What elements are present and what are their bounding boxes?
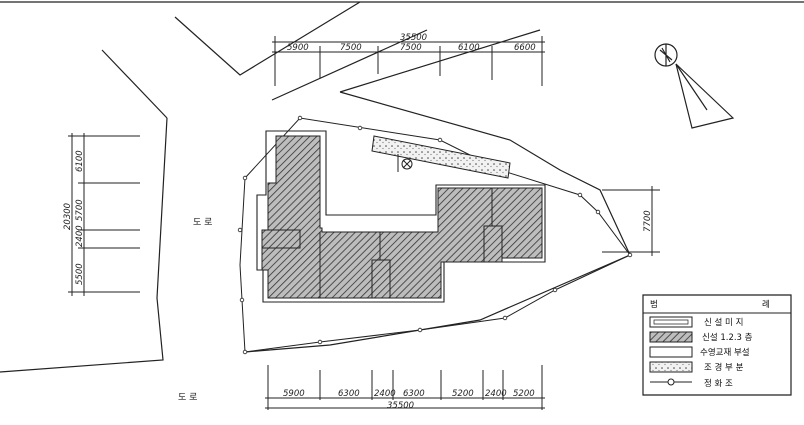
road-line-right-inner (340, 92, 630, 255)
legend: 범 례 신 설 미 지 신설 1.2.3 층 수영교재 부설 조 경 부 분 (643, 295, 791, 395)
legend-item-4: 조 경 부 분 (650, 362, 744, 373)
legend-item-2-text: 신설 1.2.3 층 (702, 332, 753, 343)
legend-item-3-text: 수영교재 부설 (700, 347, 750, 358)
bottom-segment-2: 6300 (338, 389, 360, 399)
building-hatched (262, 136, 542, 298)
legend-title-left: 범 (650, 299, 658, 310)
legend-item-5-text: 정 화 조 (704, 378, 733, 389)
left-dimension (68, 133, 140, 296)
right-segment-dimension: 7700 (643, 210, 653, 232)
road-label-left: 도 로 (193, 218, 212, 228)
left-segment-4: 5500 (75, 263, 85, 285)
left-segment-2: 5700 (75, 199, 85, 221)
top-total-dimension: 35500 (400, 33, 427, 43)
bottom-segment-1: 5900 (283, 389, 305, 399)
right-dimension (602, 186, 660, 256)
road-line-right-outer (245, 255, 630, 352)
legend-frame (643, 295, 791, 395)
top-segment-1: 5900 (287, 43, 309, 53)
road-line-left-upper (102, 50, 167, 118)
left-segment-3: 2400 (75, 225, 85, 247)
legend-item-1-text: 신 설 미 지 (704, 317, 743, 328)
left-total-dimension: 20300 (63, 203, 73, 230)
legend-item-2: 신설 1.2.3 층 (650, 332, 753, 343)
landscaping-strip (372, 136, 510, 178)
legend-swatch-dotted (650, 362, 692, 372)
legend-item-3: 수영교재 부설 (650, 347, 750, 358)
top-segment-3: 7500 (400, 43, 422, 53)
bottom-segment-3: 2400 (374, 389, 396, 399)
top-segment-5: 6600 (514, 43, 536, 53)
north-arrow-icon (655, 44, 733, 128)
bottom-total-dimension: 35500 (387, 401, 414, 411)
septic-tank-symbol (398, 154, 412, 172)
bottom-segment-4: 6300 (403, 389, 425, 399)
legend-swatch-lamp-icon (650, 379, 692, 385)
top-dimension (272, 36, 545, 86)
bottom-dimension (265, 365, 545, 410)
legend-title-right: 례 (762, 299, 770, 310)
road-lines (0, 2, 630, 372)
left-segment-1: 6100 (75, 150, 85, 172)
legend-item-5: 정 화 조 (650, 378, 733, 389)
legend-item-1: 신 설 미 지 (650, 317, 743, 328)
bottom-segment-5: 5200 (452, 389, 474, 399)
road-label-bottom: 도 로 (178, 393, 197, 403)
bottom-segment-6: 2400 (485, 389, 507, 399)
top-segment-4: 6100 (458, 43, 480, 53)
road-line-left (0, 118, 167, 372)
top-segment-2: 7500 (340, 43, 362, 53)
legend-swatch-outline (650, 347, 692, 357)
road-line-top-left (175, 2, 360, 75)
legend-swatch-hatched (650, 332, 692, 342)
legend-item-4-text: 조 경 부 분 (704, 362, 744, 373)
bottom-segment-7: 5200 (513, 389, 535, 399)
